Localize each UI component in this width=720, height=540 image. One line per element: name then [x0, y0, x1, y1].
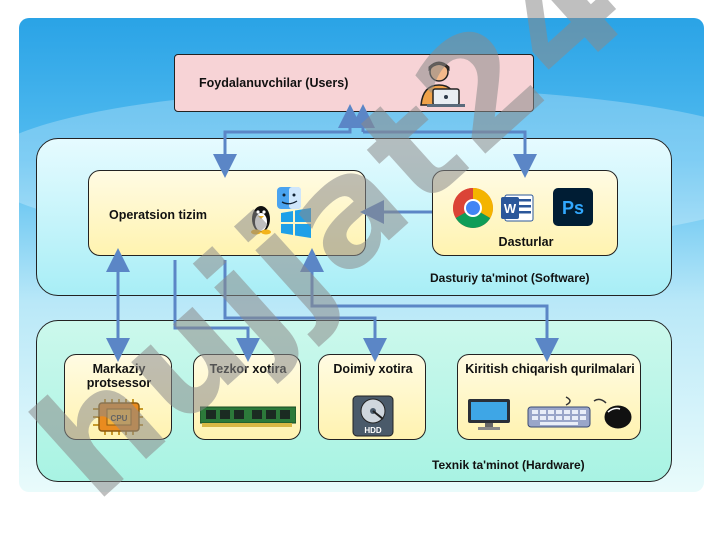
- arrow-os-to-users: [223, 104, 362, 166]
- storage-box: Doimiy xotira HDD: [318, 354, 426, 440]
- word-icon: W: [501, 194, 534, 222]
- mouse-icon: [593, 398, 632, 429]
- io-devices-icon: [468, 396, 632, 430]
- users-label: Foydalanuvchilar (Users): [199, 76, 349, 90]
- hardware-caption: Texnik ta'minot (Hardware): [432, 458, 585, 472]
- arrow-group: [106, 104, 559, 362]
- arrow-users-to-os: [213, 130, 350, 178]
- cpu-label: Markaziy protsessor: [86, 362, 152, 390]
- hdd-text: HDD: [364, 426, 382, 435]
- windows-icon: [281, 208, 311, 238]
- photoshop-icon: Ps: [553, 188, 593, 226]
- arrow-os-to-io: [310, 260, 559, 362]
- ram-label: Tezkor xotira: [209, 362, 287, 376]
- os-logos-icon: [251, 187, 311, 238]
- programs-box: W Ps Dasturlar: [432, 170, 618, 256]
- user-laptop-icon: [420, 61, 465, 107]
- os-box: Operatsion tizim: [88, 170, 366, 256]
- storage-label: Doimiy xotira: [333, 362, 413, 376]
- arrow-os-to-ram: [173, 260, 260, 362]
- monitor-icon: [468, 399, 510, 430]
- programs-label: Dasturlar: [498, 235, 554, 249]
- arrow-users-to-programs: [363, 130, 537, 178]
- svg-text:Ps: Ps: [562, 198, 584, 218]
- app-logos-icon: W Ps: [453, 188, 593, 228]
- cpu-chip-text: CPU: [111, 414, 128, 423]
- finder-icon: [277, 187, 301, 209]
- svg-text:W: W: [504, 201, 517, 216]
- ram-box: Tezkor xotira: [193, 354, 301, 440]
- ram-stick-icon: [200, 406, 296, 427]
- cpu-chip-icon: CPU: [93, 399, 143, 435]
- chrome-icon: [453, 188, 493, 228]
- software-caption: Dasturiy ta'minot (Software): [430, 271, 590, 285]
- linux-icon: [251, 206, 271, 235]
- keyboard-icon: [527, 396, 591, 428]
- hdd-icon: HDD: [352, 395, 394, 437]
- arrow-os-to-storage: [223, 260, 387, 362]
- os-label: Operatsion tizim: [109, 208, 207, 222]
- io-devices-box: Kiritish chiqarish qurilmalari: [457, 354, 641, 440]
- users-box: Foydalanuvchilar (Users): [174, 54, 534, 112]
- cpu-box: Markaziy protsessor CPU: [64, 354, 172, 440]
- io-label: Kiritish chiqarish qurilmalari: [465, 362, 635, 376]
